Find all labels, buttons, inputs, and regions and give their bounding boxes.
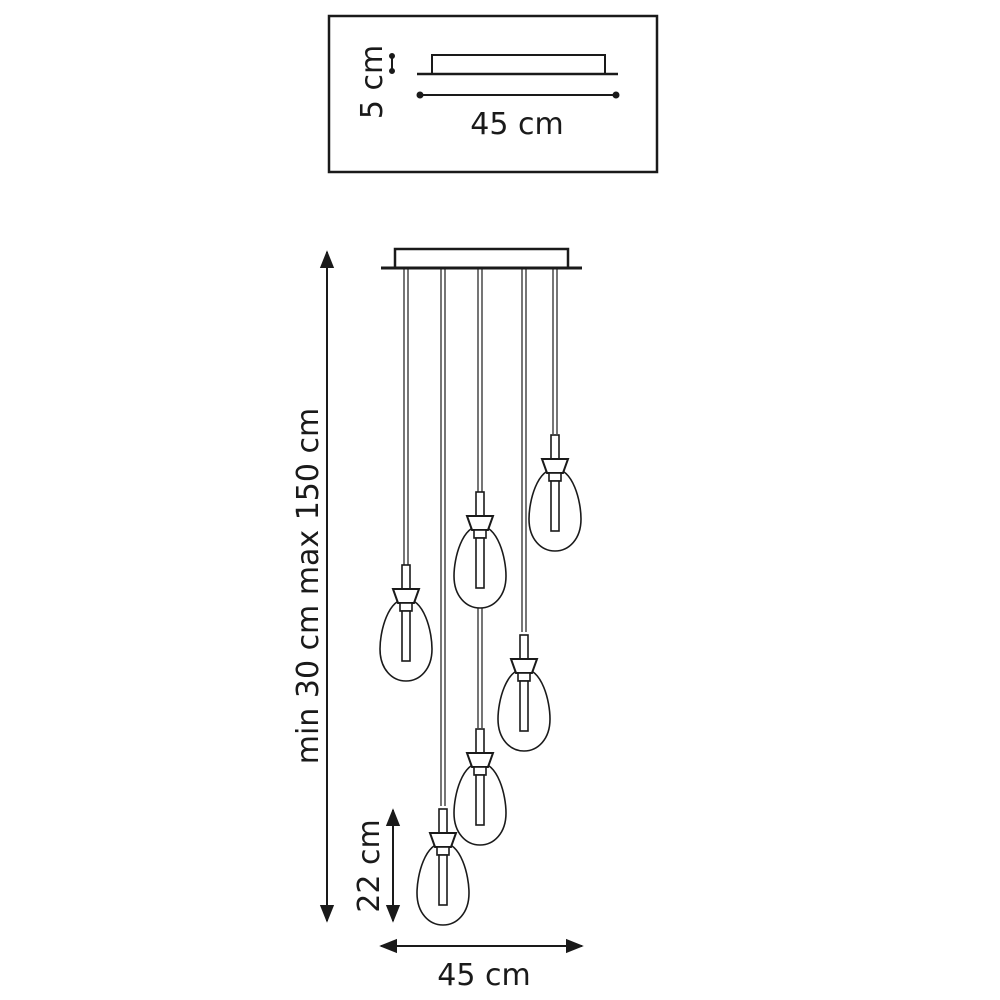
top-view-panel	[327, 14, 659, 174]
pendant-shade	[497, 634, 551, 752]
pendant-shade	[453, 728, 507, 846]
cable	[440, 269, 446, 806]
length-label: min 30 cm max 150 cm	[291, 408, 326, 764]
shade-height-label: 22 cm	[352, 819, 387, 912]
pendant-shade	[453, 491, 507, 609]
top-view-frame	[327, 14, 659, 174]
cables	[403, 269, 558, 806]
canopy-outline	[431, 54, 606, 75]
cable	[552, 269, 558, 434]
dimension-dot	[612, 91, 620, 99]
dimension-dot	[389, 68, 395, 74]
cable	[403, 269, 409, 566]
pendant-shade	[379, 564, 433, 682]
bottom-width-label: 45 cm	[437, 958, 530, 993]
pendant-shade	[416, 808, 470, 926]
canopy	[381, 247, 582, 270]
cable	[477, 269, 483, 494]
top-width-label: 45 cm	[470, 107, 563, 142]
dimension-dot	[416, 91, 424, 99]
dimensions	[319, 250, 584, 954]
dimension-dot	[389, 53, 395, 59]
cable	[521, 269, 527, 632]
pendant-shade	[528, 434, 582, 552]
cable	[477, 608, 483, 728]
top-height-label: 5 cm	[355, 45, 390, 119]
